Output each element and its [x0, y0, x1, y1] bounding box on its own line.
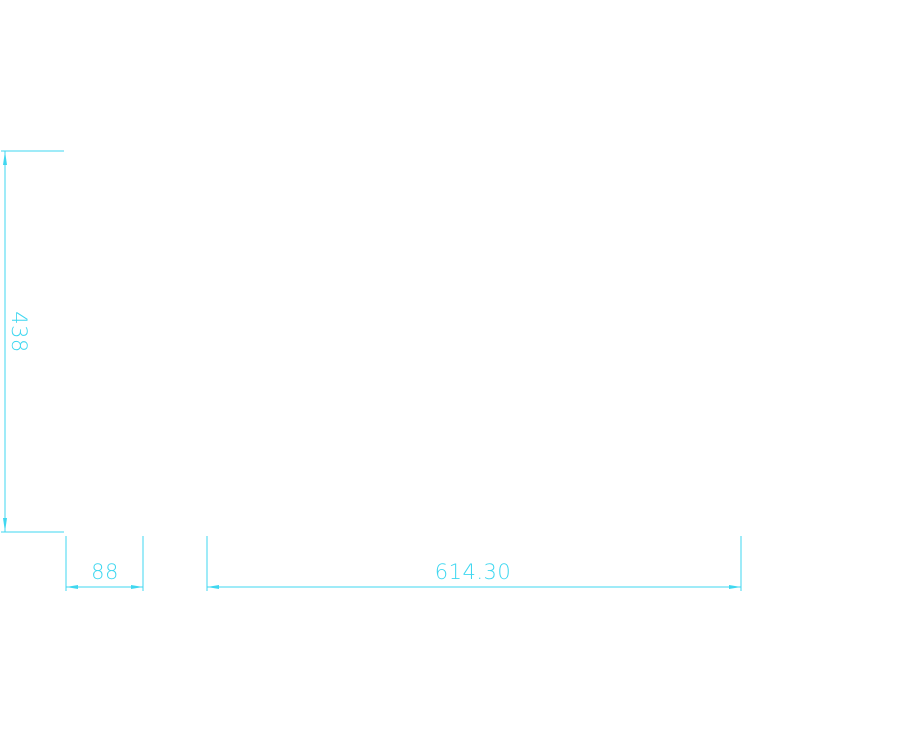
dimension-width-large[interactable]: 614.30	[206, 536, 742, 591]
arrow-down-icon	[3, 518, 7, 532]
dimension-label-width-small: 88	[91, 560, 119, 584]
dimension-height[interactable]: 438	[1, 150, 64, 533]
dimension-label-width-large: 614.30	[435, 560, 511, 584]
dimension-label-height: 438	[7, 311, 31, 353]
arrow-left-icon	[66, 585, 78, 589]
arrow-right-icon	[131, 585, 143, 589]
dimension-width-small[interactable]: 88	[65, 536, 144, 591]
arrow-left-icon	[207, 585, 219, 589]
arrow-up-icon	[3, 151, 7, 165]
arrow-right-icon	[729, 585, 741, 589]
